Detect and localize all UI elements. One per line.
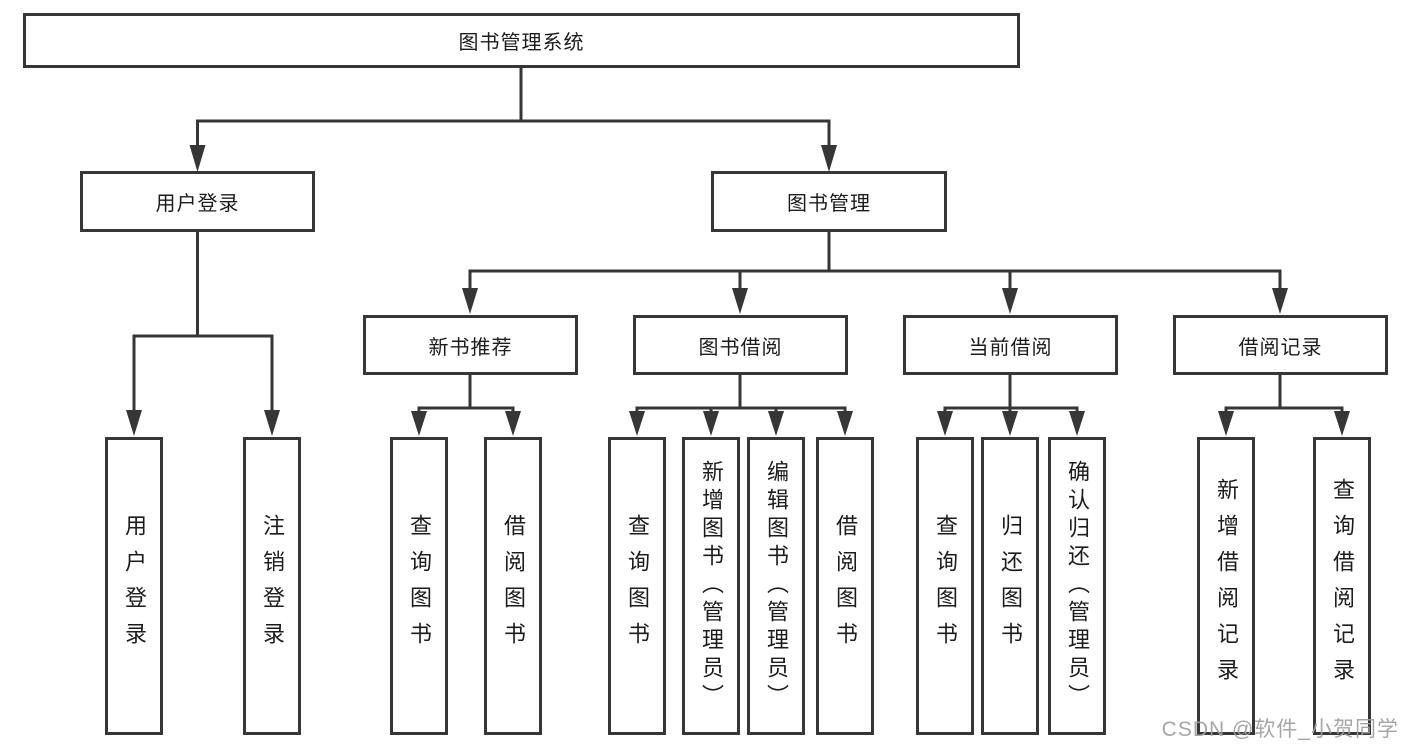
arrowhead-bookmgmt [821,145,837,172]
arrowhead-g5a [1218,411,1234,436]
node-book-mgmt-label: 图书管理 [787,193,871,215]
node-new-book-rec: 新书推荐 [363,315,578,375]
arrowhead-g3d [837,411,853,436]
connector-root-branch [196,119,831,147]
leaf-current-query-books: 查询图书 [916,437,974,735]
node-book-borrow-label: 图书借阅 [698,336,783,359]
arrowhead-g3a [629,411,645,436]
csdn-watermark: CSDN @软件_小贺同学 [1161,718,1399,741]
node-new-book-rec-label: 新书推荐 [428,336,513,359]
arrowhead-g4c [1069,411,1085,436]
leaf-query-borrow-record-label: 查询借阅记录 [1330,478,1355,694]
node-current-borrow: 当前借阅 [903,315,1118,375]
node-borrow-records-label: 借阅记录 [1238,336,1323,359]
leaf-edit-books-admin: 编辑图书（管理员） [747,437,805,735]
connector-strokes [132,68,1344,413]
node-user-login: 用户登录 [80,171,315,232]
arrowhead-g4b [1002,411,1018,436]
connector-bookborrow-branch [635,406,847,413]
arrowheads [126,145,1350,436]
node-user-login-label: 用户登录 [155,193,240,215]
leaf-borrow-books-label: 借阅图书 [833,514,858,658]
leaf-confirm-return-admin-label: 确认归还（管理员） [1065,460,1090,712]
node-book-borrow: 图书借阅 [633,315,848,375]
leaf-logout-label: 注销登录 [260,514,285,658]
node-book-mgmt: 图书管理 [711,171,947,232]
arrowhead-leaf-logout [264,410,280,436]
node-current-borrow-label: 当前借阅 [968,336,1053,359]
leaf-return-books: 归还图书 [981,437,1039,735]
leaf-borrow-books: 借阅图书 [816,437,874,735]
leaf-add-borrow-record-label: 新增借阅记录 [1214,478,1239,694]
arrowhead-borrowrecords [1272,288,1288,314]
arrowhead-g2a [411,411,427,436]
leaf-user-login-label: 用户登录 [122,514,147,658]
leaf-borrow-query-books: 查询图书 [608,437,666,735]
leaf-edit-books-admin-label: 编辑图书（管理员） [764,460,789,712]
node-borrow-records: 借阅记录 [1173,315,1388,375]
leaf-borrow-query-books-label: 查询图书 [625,514,650,658]
leaf-rec-borrow-books: 借阅图书 [484,437,542,735]
leaf-rec-query-books: 查询图书 [390,437,448,735]
leaf-rec-borrow-books-label: 借阅图书 [501,514,526,658]
arrowhead-currentborrow [1002,288,1018,314]
arrowhead-g3c [768,411,784,436]
leaf-rec-query-books-label: 查询图书 [407,514,432,658]
node-root: 图书管理系统 [23,13,1020,68]
leaf-add-books-admin-label: 新增图书（管理员） [699,460,724,712]
arrowhead-bookborrow [732,288,748,314]
arrowhead-leaf-userlogin [126,410,142,436]
arrowhead-g2b [505,411,521,436]
connector-newbookrec-branch [417,406,515,413]
leaf-current-query-books-label: 查询图书 [933,514,958,658]
arrowhead-userlogin [189,145,206,172]
node-root-label: 图书管理系统 [458,32,585,54]
connector-bookmgmt-branch [468,269,1282,290]
connector-userlogin-branch [132,334,274,412]
leaf-add-borrow-record: 新增借阅记录 [1197,437,1255,735]
connector-borrowrecords-branch [1224,406,1344,413]
arrowhead-g5b [1334,411,1350,436]
arrowhead-newbookrec [462,288,478,314]
leaf-logout: 注销登录 [243,437,301,735]
arrowhead-g3b [703,411,719,436]
arrowhead-g4a [937,411,953,436]
leaf-confirm-return-admin: 确认归还（管理员） [1048,437,1106,735]
leaf-user-login: 用户登录 [105,437,163,735]
leaf-add-books-admin: 新增图书（管理员） [682,437,740,735]
leaf-query-borrow-record: 查询借阅记录 [1313,437,1371,735]
leaf-return-books-label: 归还图书 [998,514,1023,658]
